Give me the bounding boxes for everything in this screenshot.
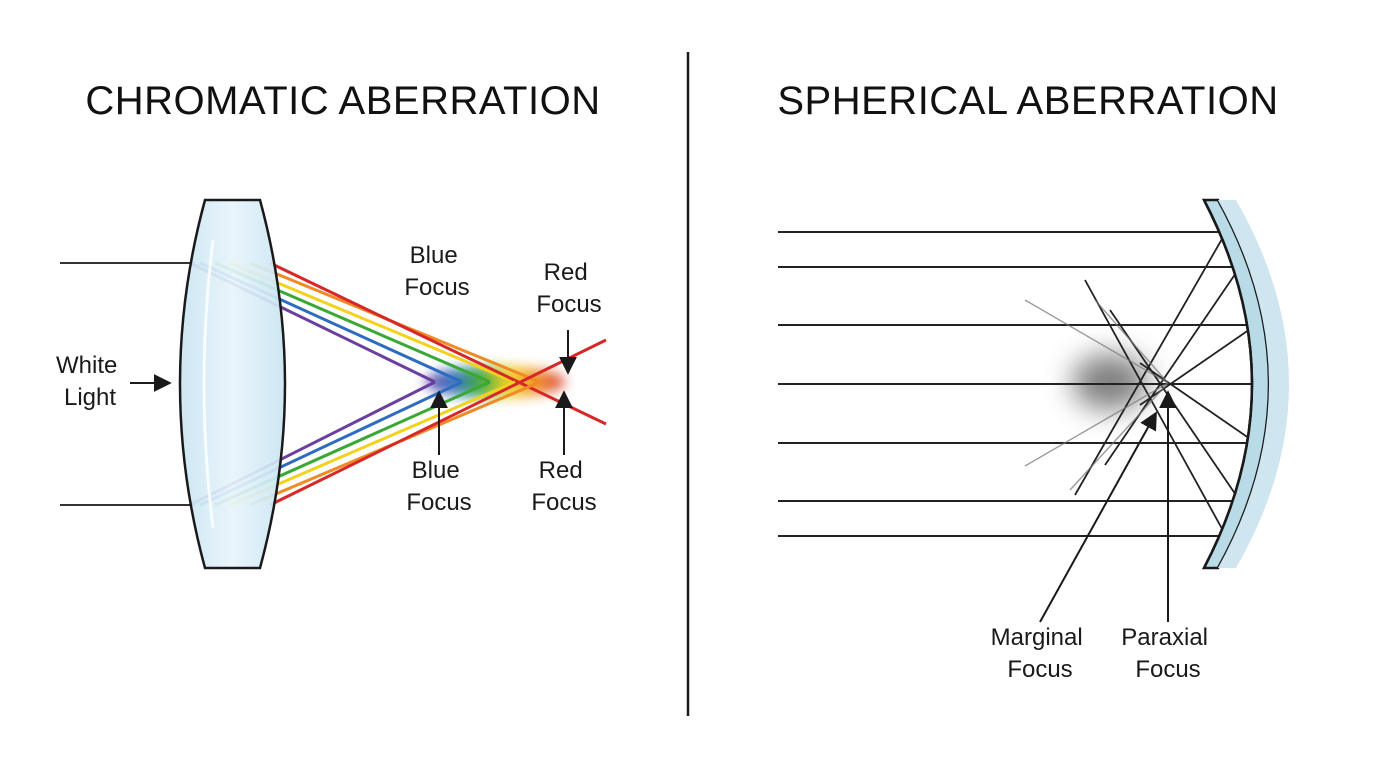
spherical-panel: Marginal Focus Paraxial Focus (778, 198, 1289, 683)
blue-focus-label-bottom: Blue Focus (406, 457, 471, 516)
white-light-label: White Light (56, 352, 124, 411)
marginal-focus-arrow (1039, 411, 1157, 623)
chromatic-title: CHROMATIC ABERRATION (85, 79, 600, 123)
spherical-title: SPHERICAL ABERRATION (777, 79, 1278, 123)
red-focus-label-top: Red Focus (536, 259, 601, 318)
ray-fan-top (189, 261, 607, 426)
lens-highlight (202, 239, 215, 529)
incoming-parallel-rays (778, 231, 1262, 537)
mirror-backing (1218, 200, 1289, 568)
marginal-focus-label: Marginal Focus (991, 624, 1090, 683)
spectrum-glow (425, 366, 565, 398)
biconvex-lens (178, 198, 287, 570)
paraxial-focus-label: Paraxial Focus (1121, 624, 1214, 683)
caustic-blur (1072, 354, 1148, 410)
blue-focus-label-top: Blue Focus (404, 242, 469, 301)
mirror-surface (1202, 199, 1254, 569)
faint-caustic-rays (1024, 299, 1169, 491)
chromatic-panel: White Light Blue Focus Red Focus Blue Fo… (56, 198, 607, 570)
red-focus-label-bottom: Red Focus (531, 457, 596, 516)
